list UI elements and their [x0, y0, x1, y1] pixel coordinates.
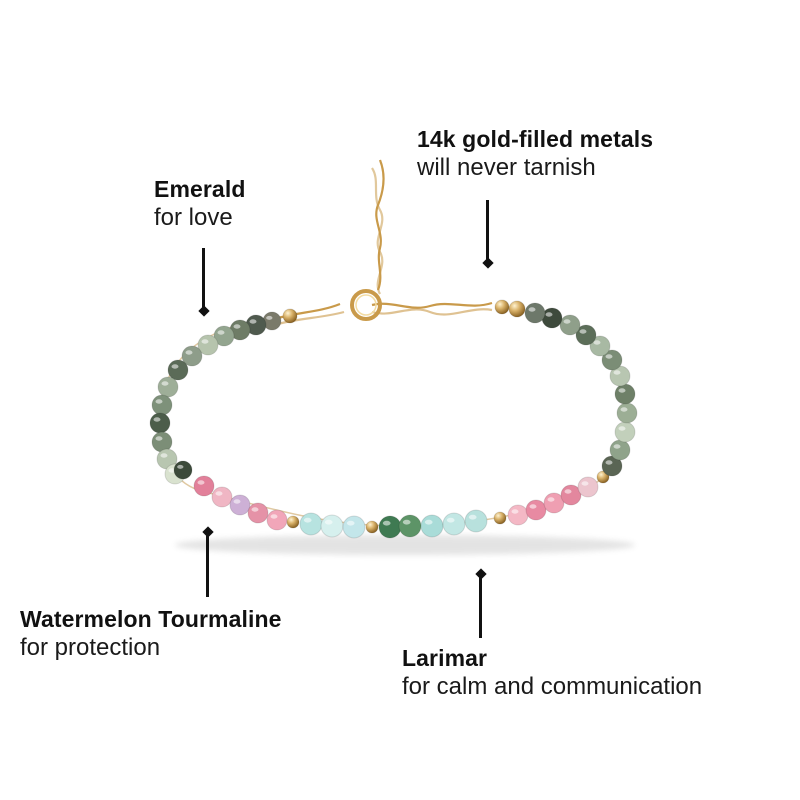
- bead-highlight: [215, 491, 223, 496]
- bead-highlight: [201, 339, 209, 344]
- gemstone-bead: [149, 412, 171, 434]
- bead-highlight: [593, 340, 601, 345]
- gemstone-bead: [247, 502, 269, 524]
- callout-watermelon: Watermelon Tourmaline for protection: [20, 606, 282, 662]
- callout-emerald-subtitle: for love: [154, 203, 233, 231]
- gemstone-bead: [342, 515, 366, 539]
- gemstone-bead: [577, 476, 599, 498]
- callout-watermelon-title: Watermelon Tourmaline: [20, 606, 282, 632]
- bead-highlight: [613, 370, 621, 375]
- bead-highlight: [168, 468, 176, 473]
- bead-highlight: [266, 315, 273, 320]
- bead-highlight: [382, 520, 391, 526]
- beads-group: [149, 299, 638, 539]
- callout-emerald: Emerald for love: [154, 176, 245, 232]
- bead-highlight: [217, 330, 225, 335]
- bead-highlight: [171, 364, 179, 369]
- gemstone-bead: [173, 460, 193, 480]
- gemstone-bead: [151, 394, 173, 416]
- bead-highlight: [579, 329, 587, 334]
- bead-highlight: [605, 354, 613, 359]
- bead-highlight: [249, 319, 257, 324]
- callout-larimar-subtitle: for calm and communication: [402, 672, 703, 700]
- callout-watermelon-subtitle: for protection: [20, 633, 161, 661]
- bead-highlight: [161, 381, 169, 386]
- watermelon-pointer-icon: [202, 526, 214, 600]
- gemstone-bead: [157, 376, 179, 398]
- bead-highlight: [528, 307, 536, 312]
- bead-highlight: [613, 444, 621, 449]
- bead-highlight: [177, 464, 184, 469]
- bead-highlight: [233, 324, 241, 329]
- gemstone-bead: [266, 509, 288, 531]
- gemstone-bead: [614, 383, 636, 405]
- bead-highlight: [563, 319, 571, 324]
- gemstone-bead: [507, 504, 529, 526]
- gemstone-bead: [609, 439, 631, 461]
- gold-spacer-bead: [494, 299, 510, 315]
- gemstone-bead: [229, 494, 251, 516]
- bead-highlight: [402, 519, 411, 525]
- gemstone-bead: [299, 512, 323, 536]
- gemstone-bead: [524, 302, 546, 324]
- gemstone-bead: [320, 514, 344, 538]
- gemstone-bead: [193, 475, 215, 497]
- bead-highlight: [581, 481, 589, 486]
- bead-highlight: [185, 350, 193, 355]
- gold-spacer-bead: [508, 300, 526, 318]
- bead-highlight: [160, 453, 168, 458]
- callout-gold-title: 14k gold-filled metals: [417, 126, 654, 152]
- bead-highlight: [233, 499, 241, 504]
- bead-highlight: [424, 519, 433, 525]
- gold-spacer-bead: [493, 511, 507, 525]
- bead-highlight: [155, 399, 163, 404]
- bead-highlight: [446, 517, 455, 523]
- spring-ring-clasp: [350, 289, 382, 321]
- bead-highlight: [618, 426, 626, 431]
- gemstone-bead: [378, 515, 402, 539]
- callout-emerald-title: Emerald: [154, 176, 246, 202]
- gemstone-bead: [442, 512, 466, 536]
- extension-chain: [277, 159, 493, 326]
- bracelet-shadow: [175, 535, 635, 555]
- emerald-pointer-icon: [198, 248, 210, 320]
- bead-highlight: [468, 514, 477, 520]
- callout-gold-subtitle: will never tarnish: [417, 153, 596, 181]
- callout-gold: 14k gold-filled metals will never tarnis…: [417, 126, 653, 182]
- bead-highlight: [346, 520, 355, 526]
- bead-highlight: [620, 407, 628, 412]
- bead-highlight: [564, 489, 572, 494]
- bead-highlight: [303, 517, 312, 523]
- gemstone-bead: [616, 402, 638, 424]
- bead-highlight: [270, 514, 278, 519]
- bead-highlight: [155, 436, 163, 441]
- callout-larimar: Larimar for calm and communication: [402, 645, 702, 701]
- bead-highlight: [605, 460, 613, 465]
- gold-pointer-icon: [482, 200, 494, 272]
- bead-highlight: [511, 509, 519, 514]
- bead-highlight: [197, 480, 205, 485]
- gold-spacer-bead: [365, 520, 379, 534]
- gemstone-bead: [211, 486, 233, 508]
- gold-spacer-bead: [286, 515, 300, 529]
- bead-highlight: [545, 312, 553, 317]
- gemstone-bead: [559, 314, 581, 336]
- gemstone-bead: [464, 509, 488, 533]
- larimar-pointer-icon: [475, 568, 487, 642]
- gemstone-bead: [614, 421, 636, 443]
- bead-highlight: [251, 507, 259, 512]
- bead-highlight: [618, 388, 626, 393]
- gemstone-bead: [525, 499, 547, 521]
- callout-larimar-title: Larimar: [402, 645, 488, 671]
- gold-spacer-bead: [282, 308, 298, 324]
- gemstone-bead: [398, 514, 422, 538]
- bead-highlight: [547, 497, 555, 502]
- bead-highlight: [529, 504, 537, 509]
- bead-highlight: [324, 519, 333, 525]
- gemstone-bead: [420, 514, 444, 538]
- bead-highlight: [153, 417, 161, 422]
